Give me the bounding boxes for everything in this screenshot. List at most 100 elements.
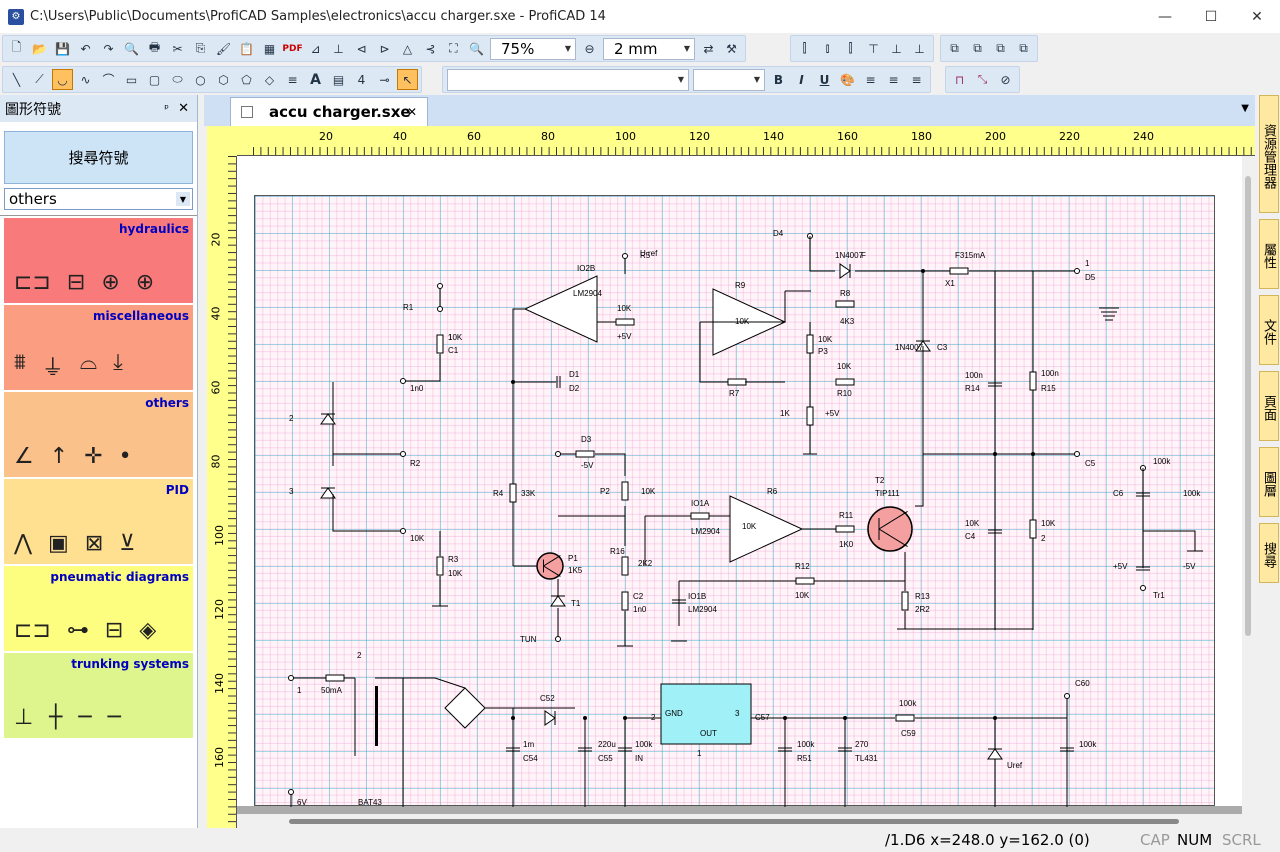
dot-icon[interactable]: •	[118, 444, 132, 469]
tab-accu-charger[interactable]: accu charger.sxe ✕	[230, 97, 428, 126]
diamond-icon[interactable]: ◈	[139, 618, 157, 643]
zoom-select[interactable]: 75%▼	[490, 37, 576, 60]
wire-icon[interactable]: ⌒	[102, 73, 115, 87]
line-icon[interactable]: ╲	[12, 72, 21, 87]
category-trunking-systems[interactable]: trunking systems⊥┼──	[4, 653, 193, 738]
align-middle-icon[interactable]: ⊥	[891, 41, 902, 56]
vertical-scrollbar[interactable]	[1242, 156, 1255, 828]
triangle-icon[interactable]: △	[402, 41, 413, 56]
rotate-right-icon[interactable]: ⊳	[379, 41, 390, 56]
valve-box-icon[interactable]: ⊠	[84, 531, 104, 556]
category-pneumatic-diagrams[interactable]: pneumatic diagrams⊏⊐⊶⊟◈	[4, 566, 193, 651]
font-color-icon[interactable]: 🎨	[840, 72, 855, 87]
tab-explorer[interactable]: 資源管理器	[1259, 95, 1279, 213]
copy-icon[interactable]: ⎘	[195, 41, 206, 55]
line-icon[interactable]: ─	[78, 705, 92, 730]
bring-front-icon[interactable]: ⧉	[950, 41, 959, 55]
backward-icon[interactable]: ⧉	[1019, 41, 1028, 55]
circle-icon[interactable]: ○	[195, 72, 206, 87]
textbox-icon[interactable]: ▤	[332, 72, 345, 87]
tab-properties[interactable]: 屬性	[1259, 219, 1279, 289]
cross-icon[interactable]: ✛	[84, 444, 103, 469]
tee-icon[interactable]: ┼	[49, 705, 63, 730]
shape-icon[interactable]: ⬠	[241, 72, 252, 87]
arrow-up-icon[interactable]: ↑	[49, 444, 69, 469]
underline-button[interactable]: U	[819, 72, 830, 87]
scroll-thumb[interactable]	[1245, 176, 1251, 636]
close-icon[interactable]: ✕	[178, 101, 189, 116]
send-back-icon[interactable]: ⧉	[973, 41, 982, 55]
category-select[interactable]: others▼	[4, 188, 193, 210]
redo-icon[interactable]: ↷	[103, 41, 114, 56]
pump-icon[interactable]: ⊕	[101, 270, 120, 295]
connector-icon[interactable]: ⤡	[977, 72, 988, 86]
paste-icon[interactable]: 📋	[239, 41, 254, 56]
arrow-left-icon[interactable]: ⊰	[425, 41, 436, 56]
box-icon[interactable]: ▣	[48, 531, 69, 556]
font-size-select[interactable]: ▼	[693, 68, 765, 91]
undo-icon[interactable]: ↶	[80, 41, 91, 56]
bold-button[interactable]: B	[773, 72, 784, 87]
swap-icon[interactable]: ⇄	[703, 41, 714, 56]
format-painter-icon[interactable]: 🖌	[215, 41, 232, 56]
text-align-right-icon[interactable]: ≡	[911, 72, 922, 87]
category-pid[interactable]: PID⋀▣⊠⊻	[4, 479, 193, 564]
valve-icon[interactable]: ⊏⊐	[14, 270, 51, 295]
print-icon[interactable]: 🖶	[148, 40, 161, 54]
antenna-icon[interactable]: ⩩	[14, 350, 26, 375]
print-preview-icon[interactable]: 🔍	[124, 41, 139, 56]
horizontal-scrollbar[interactable]	[237, 814, 1242, 828]
signal-icon[interactable]: ⋀	[14, 531, 33, 556]
polyline-icon[interactable]: ⟋	[35, 72, 44, 86]
align-top-icon[interactable]: ⊤	[868, 41, 879, 56]
tab-close-icon[interactable]: ✕	[406, 105, 417, 119]
tab-pages[interactable]: 頁面	[1259, 371, 1279, 441]
tab-search[interactable]: 搜尋	[1259, 523, 1279, 583]
text-align-left-icon[interactable]: ≡	[865, 72, 876, 87]
angle-icon[interactable]: ∠	[14, 444, 34, 469]
lines-icon[interactable]: ≡	[287, 72, 298, 87]
tools-icon[interactable]: ⚒	[726, 41, 737, 56]
align-center-icon[interactable]: ⫾	[825, 41, 830, 55]
polygon-icon[interactable]: ⬡	[218, 72, 229, 87]
ellipse-icon[interactable]: ⬭	[172, 72, 183, 86]
bezier-icon[interactable]: ◇	[264, 72, 275, 87]
junction-icon[interactable]: ⊥	[14, 705, 34, 730]
pin-icon[interactable]: ᵖ	[164, 102, 169, 115]
open-folder-icon[interactable]: 📂	[32, 41, 47, 56]
fit-page-icon[interactable]: ⛶	[449, 41, 458, 55]
save-icon[interactable]: 💾	[55, 41, 70, 56]
cylinder-icon[interactable]: ⊏⊐	[14, 618, 51, 643]
tab-layers[interactable]: 圖層	[1259, 447, 1279, 517]
category-others[interactable]: others∠↑✛•	[4, 392, 193, 477]
ground-icon[interactable]: ⏚	[41, 356, 64, 381]
font-name-select[interactable]: ▼	[447, 68, 689, 91]
text-icon[interactable]: A	[310, 71, 321, 88]
close-button[interactable]: ✕	[1251, 8, 1263, 25]
forbidden-icon[interactable]: ⊘	[1000, 72, 1011, 87]
align-left-icon[interactable]: ⫿	[802, 41, 807, 55]
flip-icon[interactable]: ⊥	[333, 41, 344, 56]
category-miscellaneous[interactable]: miscellaneous⩩⏚⌓⤓	[4, 305, 193, 390]
curve-icon[interactable]: ∿	[80, 72, 91, 87]
node-icon[interactable]: ⊸	[379, 72, 390, 87]
rotate-left-icon[interactable]: ⊲	[356, 41, 367, 56]
bell-icon[interactable]: ⌓	[79, 350, 98, 375]
arc-icon[interactable]: ◡	[52, 69, 73, 90]
category-hydraulics[interactable]: hydraulics⊏⊐⊟⊕⊕	[4, 218, 193, 303]
align-right-icon[interactable]: ⫿	[848, 41, 853, 55]
search-symbols-button[interactable]: 搜尋符號	[4, 131, 193, 184]
tank-icon[interactable]: ⊻	[119, 531, 136, 556]
align-bottom-icon[interactable]: ⊥	[914, 41, 925, 56]
cut-icon[interactable]: ✂	[172, 41, 183, 56]
minimize-button[interactable]: —	[1158, 8, 1172, 25]
schematic-drawing[interactable]: U refIO2BLM2904R510K+5VR110K1C11n0D1D223…	[255, 196, 1216, 807]
scroll-thumb[interactable]	[289, 819, 1179, 824]
rounded-rectangle-icon[interactable]: ▢	[148, 72, 161, 87]
tab-list-dropdown[interactable]: ▼	[1241, 103, 1249, 114]
forward-icon[interactable]: ⧉	[996, 41, 1005, 55]
text-align-center-icon[interactable]: ≡	[888, 72, 899, 87]
export-image-icon[interactable]: ▦	[263, 41, 276, 56]
